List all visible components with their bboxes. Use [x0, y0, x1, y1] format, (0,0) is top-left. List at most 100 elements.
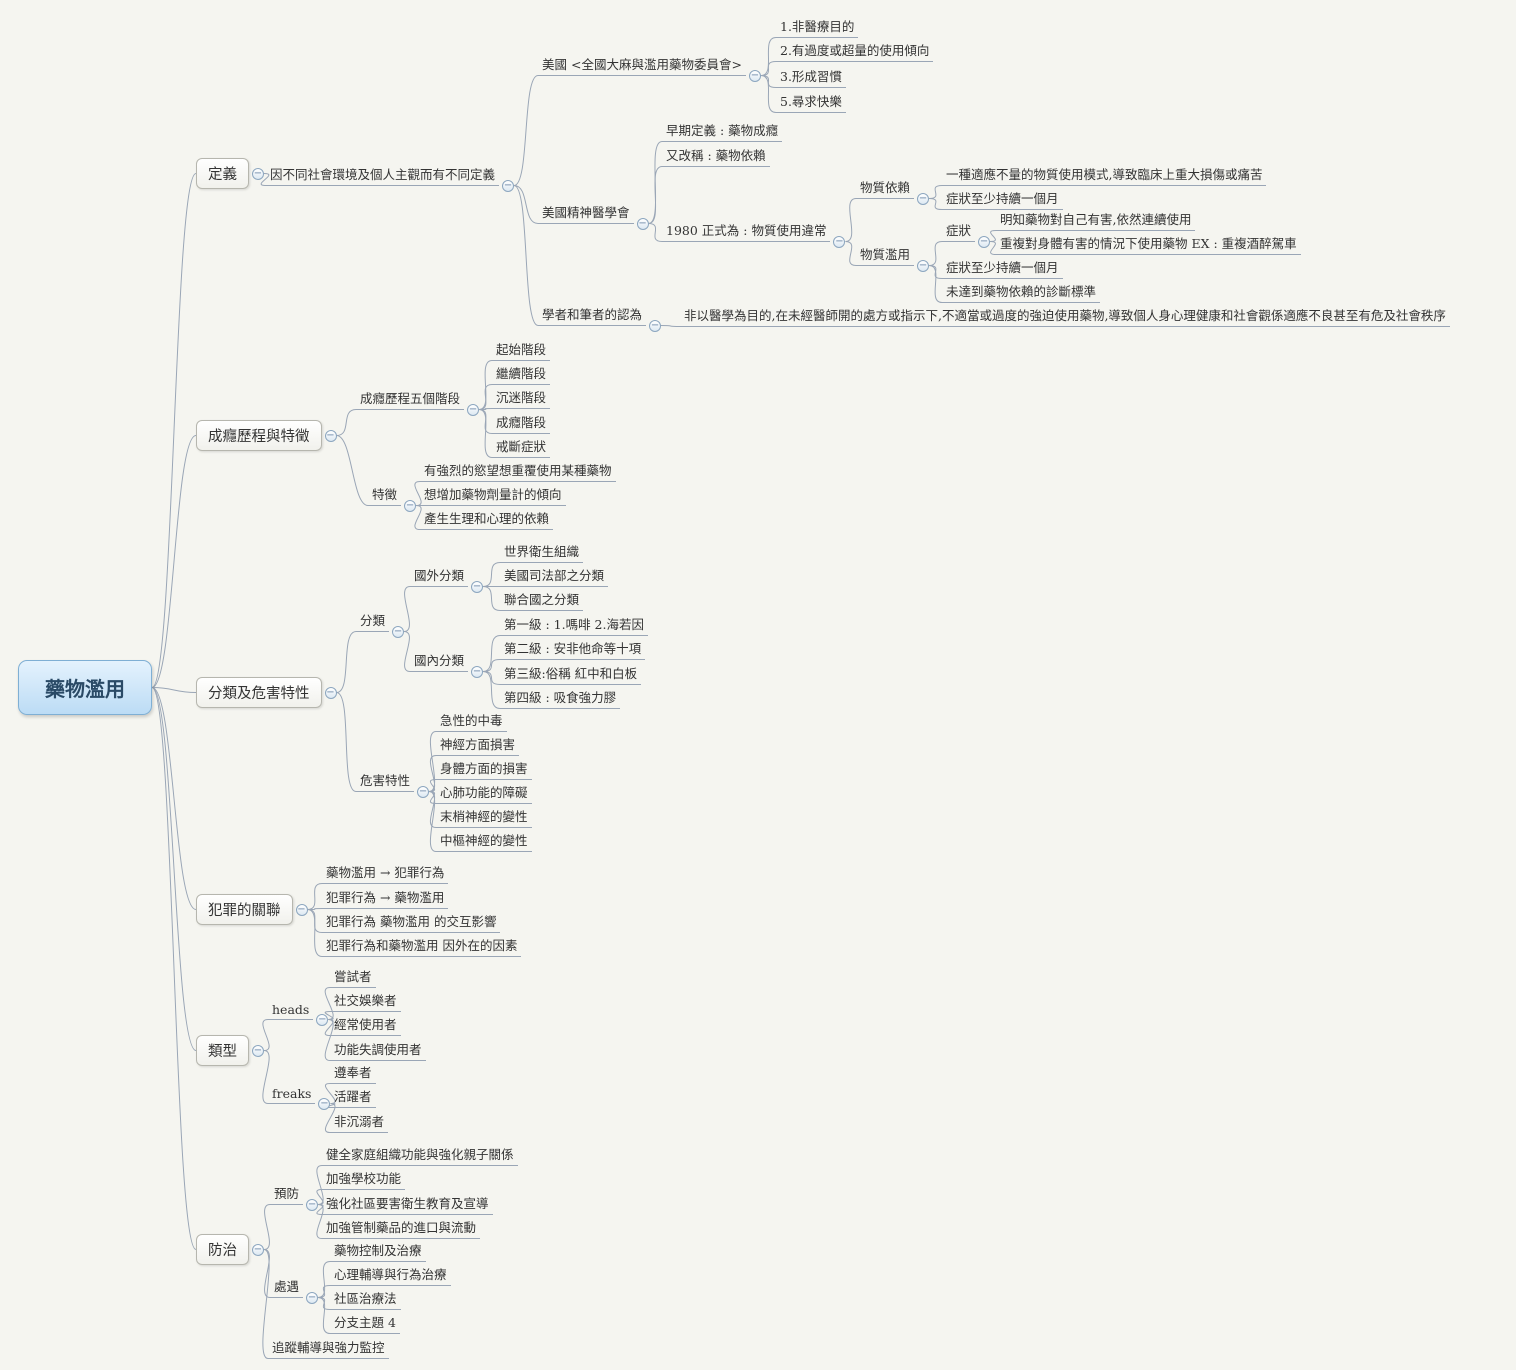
collapse-icon[interactable]: − — [252, 1243, 264, 1256]
mindmap-node[interactable]: 強化社區要害衛生教育及宣導 — [322, 1192, 493, 1215]
mindmap-node[interactable]: 活躍者 — [330, 1085, 376, 1108]
mindmap-node[interactable]: 美國精神醫學會− — [538, 201, 649, 230]
mindmap-node[interactable]: 明知藥物對自己有害,依然連續使用 — [996, 208, 1196, 231]
collapse-icon[interactable]: − — [471, 581, 484, 593]
mindmap-node[interactable]: 處遇− — [270, 1275, 319, 1304]
mindmap-node[interactable]: 中樞神經的變性 — [436, 829, 532, 852]
mindmap-node[interactable]: 非沉溺者 — [330, 1110, 389, 1133]
collapse-icon[interactable]: − — [316, 1014, 329, 1026]
collapse-icon[interactable]: − — [252, 1044, 264, 1057]
collapse-icon[interactable]: − — [295, 903, 308, 916]
mindmap-node[interactable]: 未達到藥物依賴的診斷標準 — [942, 280, 1101, 303]
collapse-icon[interactable]: − — [917, 260, 930, 272]
mindmap-node[interactable]: 成癮歷程五個階段− — [356, 387, 480, 416]
mindmap-node[interactable]: 急性的中毒 — [436, 709, 507, 732]
collapse-icon[interactable]: − — [833, 236, 846, 248]
collapse-icon[interactable]: − — [324, 686, 337, 699]
main-topic-addiction-process[interactable]: 成癮歷程與特徵− — [196, 420, 337, 451]
mindmap-node[interactable]: 遵奉者 — [330, 1061, 376, 1084]
mindmap-node[interactable]: 又改稱 : 藥物依賴 — [662, 144, 770, 167]
collapse-icon[interactable]: − — [636, 218, 649, 230]
collapse-icon[interactable]: − — [978, 236, 991, 248]
main-topic-crime-relation[interactable]: 犯罪的關聯− — [196, 894, 308, 925]
collapse-icon[interactable]: − — [252, 167, 264, 180]
mindmap-node[interactable]: 健全家庭組織功能與強化親子關係 — [322, 1143, 518, 1166]
mindmap-node[interactable]: 犯罪行為 → 藥物濫用 — [322, 886, 449, 909]
mindmap-node[interactable]: 危害特性− — [356, 769, 430, 798]
mindmap-node[interactable]: 學者和筆者的認為− — [538, 303, 662, 332]
mindmap-node[interactable]: 世界衛生組織 — [500, 540, 584, 563]
mindmap-node[interactable]: 有強烈的慾望想重覆使用某種藥物 — [420, 459, 616, 482]
collapse-icon[interactable]: − — [471, 666, 484, 678]
mindmap-node[interactable]: 第四級 : 吸食強力膠 — [500, 686, 621, 709]
mindmap-node[interactable]: 經常使用者 — [330, 1013, 401, 1036]
mindmap-node[interactable]: 社交娛樂者 — [330, 989, 401, 1012]
collapse-icon[interactable]: − — [917, 193, 930, 205]
mindmap-node[interactable]: 非以醫學為目的,在未經醫師開的處方或指示下,不適當或過度的強迫使用藥物,導致個人… — [680, 304, 1450, 327]
collapse-icon[interactable]: − — [306, 1199, 319, 1211]
mindmap-node[interactable]: 戒斷症狀 — [492, 435, 551, 458]
mindmap-node[interactable]: 5.尋求快樂 — [776, 90, 846, 113]
mindmap-node[interactable]: 症狀至少持續一個月 — [942, 256, 1063, 279]
mindmap-node[interactable]: 1.非醫療目的 — [776, 15, 859, 38]
mindmap-node[interactable]: 物質濫用− — [856, 243, 930, 272]
mindmap-node[interactable]: 加強學校功能 — [322, 1167, 406, 1190]
mindmap-node[interactable]: 心肺功能的障礙 — [436, 781, 532, 804]
mindmap-node[interactable]: 早期定義 : 藥物成癮 — [662, 119, 783, 142]
collapse-icon[interactable]: − — [649, 320, 662, 332]
mindmap-node[interactable]: 成癮階段 — [492, 411, 551, 434]
mindmap-node[interactable]: 症狀至少持續一個月 — [942, 187, 1063, 210]
collapse-icon[interactable]: − — [748, 70, 761, 82]
mindmap-node[interactable]: 國外分類− — [410, 564, 484, 593]
mindmap-node[interactable]: 功能失調使用者 — [330, 1038, 426, 1061]
mindmap-node[interactable]: 預防− — [270, 1182, 319, 1211]
mindmap-node[interactable]: 藥物控制及治療 — [330, 1239, 426, 1262]
collapse-icon[interactable]: − — [324, 429, 337, 442]
mindmap-node[interactable]: 1980 正式為 : 物質使用違常− — [662, 219, 846, 248]
mindmap-node[interactable]: freaks− — [268, 1085, 331, 1110]
mindmap-node[interactable]: 特徵− — [368, 483, 417, 512]
collapse-icon[interactable]: − — [467, 404, 480, 416]
mindmap-node[interactable]: 犯罪行為和藥物濫用 因外在的因素 — [322, 934, 522, 957]
mindmap-node[interactable]: 嘗試者 — [330, 965, 376, 988]
mindmap-node[interactable]: 追蹤輔導與強力監控 — [268, 1336, 389, 1359]
mindmap-node[interactable]: 第三級:俗稱 紅中和白板 — [500, 662, 642, 685]
mindmap-node[interactable]: 末梢神經的變性 — [436, 805, 532, 828]
mindmap-node[interactable]: 第一級 : 1.嗎啡 2.海若因 — [500, 613, 648, 636]
mindmap-node[interactable]: 犯罪行為 藥物濫用 的交互影響 — [322, 910, 501, 933]
mindmap-node[interactable]: 國內分類− — [410, 649, 484, 678]
mindmap-node[interactable]: 3.形成習慣 — [776, 65, 846, 88]
mindmap-node[interactable]: 第二級 : 安非他命等十項 — [500, 637, 646, 660]
mindmap-node[interactable]: 聯合國之分類 — [500, 588, 584, 611]
collapse-icon[interactable]: − — [306, 1292, 319, 1304]
mindmap-node[interactable]: 藥物濫用 → 犯罪行為 — [322, 861, 449, 884]
mindmap-node[interactable]: 社區治療法 — [330, 1287, 401, 1310]
mindmap-node[interactable]: 2.有過度或超量的使用傾向 — [776, 39, 934, 62]
collapse-icon[interactable]: − — [392, 626, 405, 638]
mindmap-node[interactable]: 加強管制藥品的進口與流動 — [322, 1216, 481, 1239]
mindmap-node[interactable]: 沉迷階段 — [492, 386, 551, 409]
mindmap-node[interactable]: 美國 <全國大麻與濫用藥物委員會>− — [538, 53, 761, 82]
main-topic-prevention[interactable]: 防治− — [196, 1234, 264, 1265]
mindmap-node[interactable]: 產生生理和心理的依賴 — [420, 507, 554, 530]
mindmap-node[interactable]: 想增加藥物劑量計的傾向 — [420, 483, 566, 506]
mindmap-node[interactable]: 起始階段 — [492, 338, 551, 361]
collapse-icon[interactable]: − — [404, 500, 417, 512]
mindmap-node[interactable]: 症狀− — [942, 219, 991, 248]
mindmap-node[interactable]: 美國司法部之分類 — [500, 564, 609, 587]
collapse-icon[interactable]: − — [502, 180, 515, 192]
collapse-icon[interactable]: − — [318, 1098, 331, 1110]
mindmap-node[interactable]: 心理輔導與行為治療 — [330, 1263, 451, 1286]
mindmap-node[interactable]: 身體方面的損害 — [436, 757, 532, 780]
mindmap-node[interactable]: 因不同社會環境及個人主觀而有不同定義− — [266, 163, 515, 192]
mindmap-node[interactable]: 一種適應不量的物質使用模式,導致臨床上重大損傷或痛苦 — [942, 163, 1267, 186]
mindmap-node[interactable]: 分類− — [356, 609, 405, 638]
mindmap-node[interactable]: heads− — [268, 1001, 329, 1026]
collapse-icon[interactable]: − — [417, 786, 430, 798]
main-topic-definition[interactable]: 定義− — [196, 158, 264, 189]
root-topic[interactable]: 藥物濫用 — [18, 660, 152, 715]
mindmap-node[interactable]: 繼續階段 — [492, 362, 551, 385]
main-topic-classification[interactable]: 分類及危害特性− — [196, 677, 337, 708]
mindmap-node[interactable]: 重複對身體有害的情況下使用藥物 EX : 重複酒醉駕車 — [996, 232, 1301, 255]
